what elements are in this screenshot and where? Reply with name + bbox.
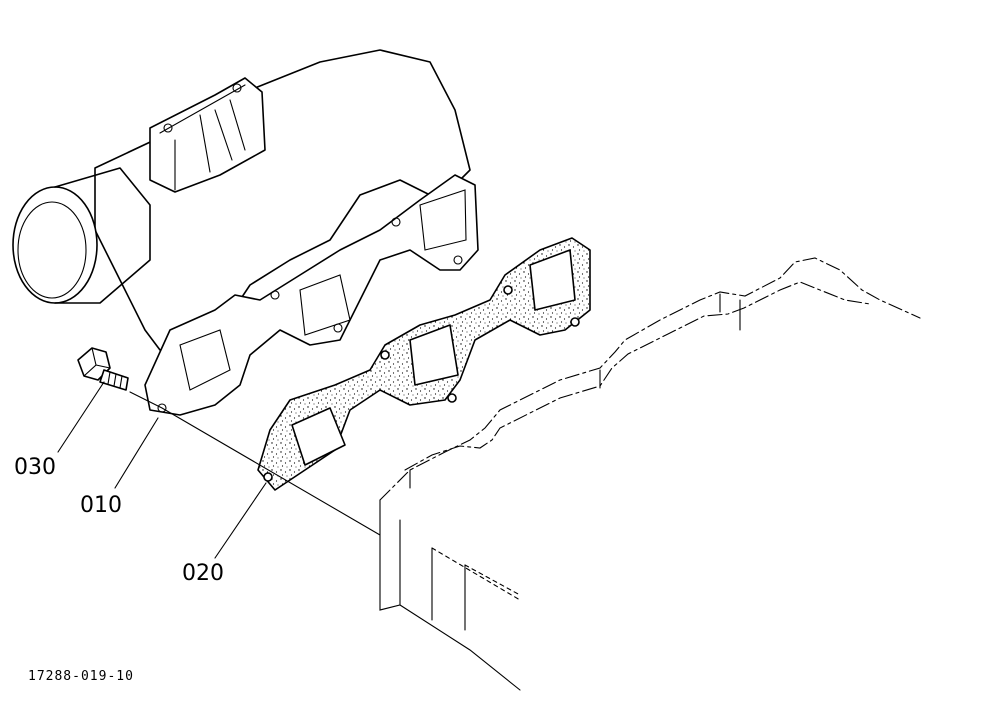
callout-010: 010 — [80, 493, 122, 518]
assembly-centerline — [129, 391, 381, 536]
leader-lines — [57, 381, 267, 559]
drawing-reference: 17288-019-10 — [28, 669, 134, 684]
exhaust-manifold — [12, 49, 479, 416]
callout-030: 030 — [14, 455, 56, 480]
callout-020: 020 — [182, 561, 224, 586]
engine-block-outline — [379, 257, 921, 691]
flange-bolt — [77, 347, 129, 391]
exhaust-gasket — [257, 237, 591, 491]
